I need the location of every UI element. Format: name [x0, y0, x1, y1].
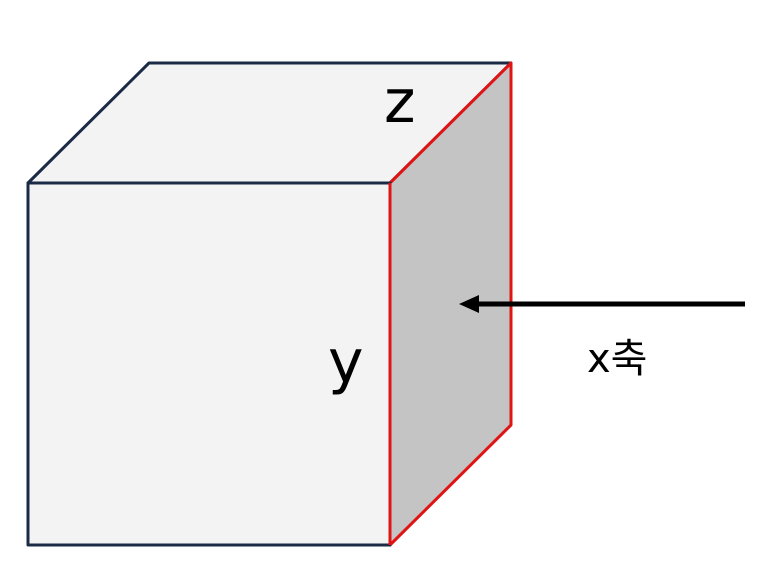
label-y: y — [328, 327, 364, 397]
x-axis-arrow — [459, 295, 745, 313]
x-axis-arrow-head — [459, 295, 479, 313]
label-x-axis: x축 — [587, 336, 647, 382]
cube-front-face — [26, 181, 392, 547]
label-z: z — [384, 67, 416, 137]
